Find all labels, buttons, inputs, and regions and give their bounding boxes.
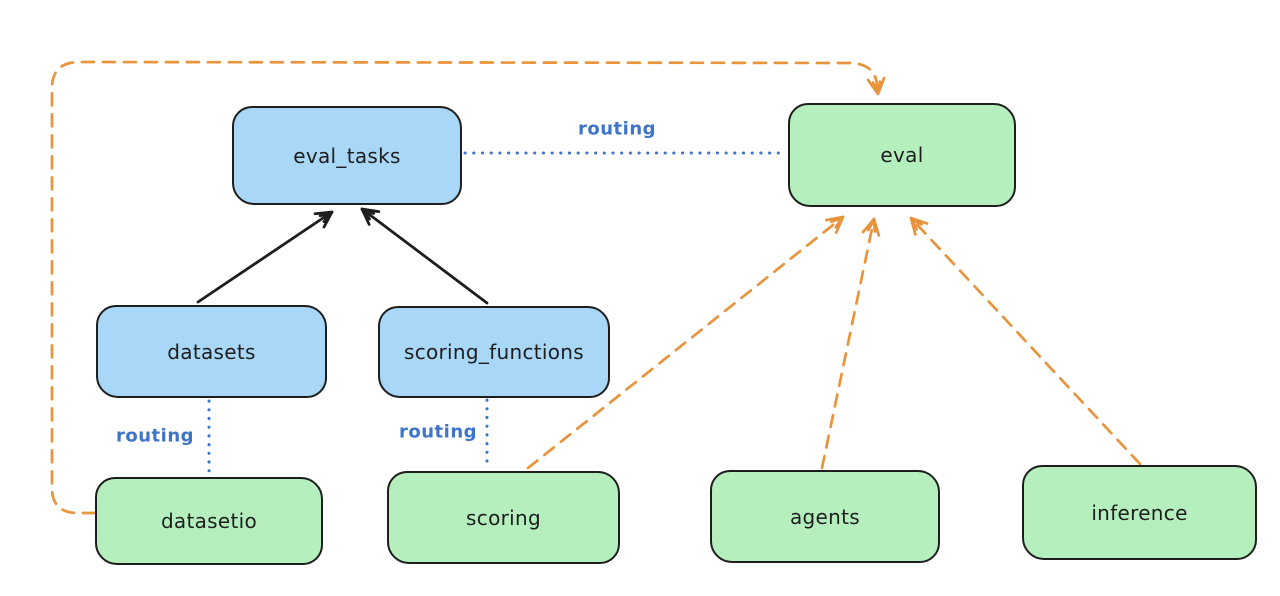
node-eval-tasks: eval_tasks: [232, 106, 462, 205]
node-inference: inference: [1022, 465, 1257, 560]
node-scoring-functions: scoring_functions: [378, 306, 610, 398]
node-scoring-functions-label: scoring_functions: [403, 340, 585, 364]
node-agents-label: agents: [790, 504, 860, 529]
node-scoring-label: scoring: [466, 505, 541, 530]
edge-label-routing-datasets-datasetio: routing: [115, 425, 195, 447]
node-scoring: scoring: [387, 471, 620, 564]
node-datasetio-label: datasetio: [160, 509, 258, 533]
node-eval-label: eval: [880, 143, 924, 167]
node-eval-tasks-label: eval_tasks: [293, 143, 401, 168]
node-eval: eval: [788, 103, 1016, 207]
edge-label-routing-scoring-functions-scoring: routing: [398, 421, 478, 443]
edge-inference-to-eval-arrow: [909, 216, 1142, 466]
edge-agents-to-eval-arrow: [820, 217, 881, 470]
node-inference-label: inference: [1091, 500, 1188, 525]
edge-datasetio-to-eval-arrow: [50, 60, 886, 515]
edge-scoring-functions-to-eval-tasks-arrow: [360, 207, 489, 305]
node-datasetio: datasetio: [95, 477, 323, 565]
edge-scoring-to-eval-arrow: [526, 215, 845, 470]
node-agents: agents: [710, 470, 940, 563]
edge-datasets-to-eval-tasks-arrow: [196, 210, 334, 304]
node-datasets: datasets: [96, 305, 327, 398]
node-datasets-label: datasets: [167, 339, 256, 364]
edge-label-routing-eval-tasks-eval: routing: [577, 118, 657, 140]
